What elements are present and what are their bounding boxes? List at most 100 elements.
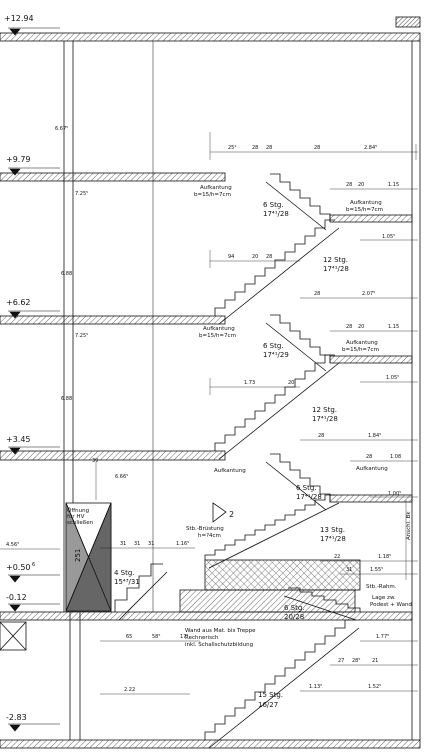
svg-text:b=15/h=7cm: b=15/h=7cm — [194, 192, 231, 198]
svg-text:12 Stg.: 12 Stg. — [323, 256, 348, 264]
stair-flights — [114, 173, 361, 749]
svg-text:Aufkantung: Aufkantung — [200, 185, 232, 191]
svg-text:h=?4cm: h=?4cm — [198, 533, 221, 539]
level-012: -0.12 — [6, 593, 27, 602]
svg-text:28: 28 — [252, 145, 258, 151]
svg-text:65: 65 — [126, 634, 132, 640]
svg-text:b=15/h=7cm: b=15/h=7cm — [199, 333, 236, 339]
svg-text:12 Stg.: 12 Stg. — [312, 406, 337, 414]
svg-text:17⁴¹/29: 17⁴¹/29 — [263, 351, 289, 359]
svg-text:Stb.-Brüstung: Stb.-Brüstung — [186, 526, 224, 532]
svg-text:1.73: 1.73 — [244, 380, 255, 386]
svg-text:Öffnung: Öffnung — [67, 507, 89, 514]
svg-text:13 Stg.: 13 Stg. — [320, 526, 345, 534]
svg-text:für HV: für HV — [67, 514, 85, 520]
svg-text:39: 39 — [92, 458, 98, 464]
svg-text:b=15/h=7cm: b=15/h=7cm — [346, 207, 383, 213]
svg-text:17⁵: 17⁵ — [180, 634, 188, 640]
svg-text:15⁴³/31: 15⁴³/31 — [114, 578, 140, 586]
flight-4-soffit — [218, 362, 340, 460]
svg-text:17⁴¹/28: 17⁴¹/28 — [312, 415, 338, 423]
svg-text:28: 28 — [366, 454, 372, 460]
svg-text:2.07⁵: 2.07⁵ — [362, 291, 375, 297]
level-050-sup: 6 — [32, 562, 35, 568]
svg-text:17⁴¹/28: 17⁴¹/28 — [320, 535, 346, 543]
svg-text:6.88: 6.88 — [61, 396, 72, 402]
svg-text:Stb.-Rahm.: Stb.-Rahm. — [366, 584, 397, 590]
flight-7-soffit — [118, 571, 168, 621]
level-979: +9.79 — [6, 155, 31, 164]
svg-text:Aufkantung: Aufkantung — [356, 466, 388, 472]
level-markers — [8, 27, 60, 732]
svg-text:17⁴¹/28: 17⁴¹/28 — [323, 265, 349, 273]
svg-text:1.16⁵: 1.16⁵ — [176, 541, 189, 547]
flight-2 — [214, 219, 335, 316]
svg-text:Aufkantung: Aufkantung — [203, 326, 235, 332]
flight-2-soffit — [218, 227, 340, 325]
svg-text:25¹: 25¹ — [228, 145, 236, 151]
svg-text:17⁴¹/28: 17⁴¹/28 — [263, 210, 289, 218]
section-marker — [212, 502, 227, 523]
flight-6-soffit — [208, 502, 340, 569]
svg-text:Aufkantung: Aufkantung — [350, 200, 382, 206]
level-345: +3.45 — [6, 435, 31, 444]
svg-text:17⁴¹/28: 17⁴¹/28 — [296, 493, 322, 501]
svg-text:31: 31 — [346, 567, 352, 573]
flight-8 — [288, 587, 361, 612]
stair-labels: 6 Stg. 17⁴¹/28 12 Stg. 17⁴¹/28 6 Stg. 17… — [114, 201, 349, 709]
svg-text:6.66⁵: 6.66⁵ — [115, 474, 128, 480]
level-labels: +12.94 +9.79 +6.62 +3.45 +0.50 6 -0.12 -… — [4, 14, 35, 722]
level-283: -2.83 — [6, 713, 27, 722]
svg-text:28: 28 — [318, 433, 324, 439]
svg-text:1.15: 1.15 — [388, 182, 399, 188]
svg-text:31: 31 — [134, 541, 140, 547]
svg-text:28⁵: 28⁵ — [352, 658, 360, 664]
flight-6 — [204, 494, 335, 560]
svg-text:2.22: 2.22 — [124, 687, 135, 693]
flight-3 — [270, 314, 331, 363]
flight-7 — [114, 563, 163, 612]
svg-text:20: 20 — [288, 380, 294, 386]
svg-text:31: 31 — [120, 541, 126, 547]
svg-text:6.67⁵: 6.67⁵ — [55, 126, 68, 132]
svg-text:15 Stg.: 15 Stg. — [258, 691, 283, 699]
svg-text:20: 20 — [358, 182, 364, 188]
svg-text:Lage zw.: Lage zw. — [372, 595, 396, 601]
svg-text:inkl. Schallschutzbildung: inkl. Schallschutzbildung — [185, 642, 253, 648]
svg-text:1.52⁵: 1.52⁵ — [368, 684, 381, 690]
svg-text:2.84⁵: 2.84⁵ — [364, 145, 377, 151]
flight-5-soffit — [265, 461, 327, 511]
svg-text:1.55⁵: 1.55⁵ — [370, 567, 383, 573]
svg-text:2: 2 — [229, 510, 234, 519]
structure — [0, 16, 421, 749]
level-1294: +12.94 — [4, 14, 34, 23]
svg-text:20: 20 — [252, 254, 258, 260]
svg-text:28: 28 — [346, 324, 352, 330]
svg-text:22: 22 — [334, 554, 340, 560]
flight-9-soffit — [208, 627, 360, 749]
svg-text:1.08: 1.08 — [390, 454, 401, 460]
svg-text:Wand aus Mat. bis Treppe: Wand aus Mat. bis Treppe — [185, 628, 256, 634]
level-050: +0.50 — [6, 563, 31, 572]
svg-text:7.25⁵: 7.25⁵ — [75, 191, 88, 197]
svg-text:Rechnerisch: Rechnerisch — [185, 635, 219, 641]
svg-text:6 Stg.: 6 Stg. — [284, 604, 305, 612]
flight-1-soffit — [265, 181, 327, 231]
svg-text:1.00⁵: 1.00⁵ — [388, 491, 401, 497]
level-662: +6.62 — [6, 298, 31, 307]
svg-text:6 Stg.: 6 Stg. — [296, 484, 317, 492]
flight-9 — [204, 619, 355, 740]
svg-text:31: 31 — [148, 541, 154, 547]
annotation-labels: Aufkantung b=15/h=7cm Aufkantung b=15/h=… — [67, 185, 412, 648]
svg-text:Podest + Wand: Podest + Wand — [370, 602, 412, 608]
svg-text:1.84⁵: 1.84⁵ — [368, 433, 381, 439]
flight-5 — [270, 453, 331, 502]
svg-text:Anschl. Bk: Anschl. Bk — [406, 511, 412, 540]
svg-text:1.15: 1.15 — [388, 324, 399, 330]
svg-text:4.56⁵: 4.56⁵ — [6, 542, 19, 548]
flight-1 — [270, 173, 331, 222]
svg-text:Aufkantung: Aufkantung — [346, 340, 378, 346]
svg-text:21: 21 — [372, 658, 378, 664]
svg-text:1.13⁵: 1.13⁵ — [309, 684, 322, 690]
flight-8-soffit — [283, 595, 357, 621]
